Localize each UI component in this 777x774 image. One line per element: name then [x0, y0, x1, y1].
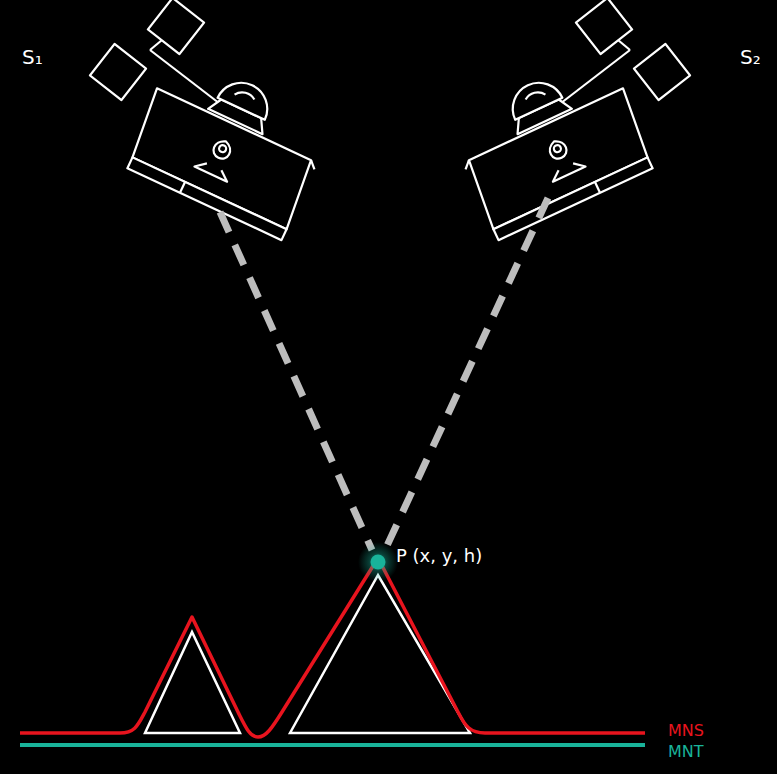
surface-label: MNS [668, 722, 704, 740]
satellite-label: S₁ [22, 46, 43, 68]
satellite-s2 [444, 0, 690, 240]
satellite-label: S₂ [740, 46, 761, 68]
terrain-label: MNT [668, 743, 704, 761]
point-label: P (x, y, h) [396, 546, 482, 566]
mnt-line [20, 743, 645, 747]
sight-line [385, 198, 548, 550]
point-glow [358, 542, 398, 582]
point-p [371, 555, 386, 570]
satellite-s1 [90, 0, 336, 240]
mns-curve [20, 558, 645, 737]
sight-line [220, 212, 372, 550]
